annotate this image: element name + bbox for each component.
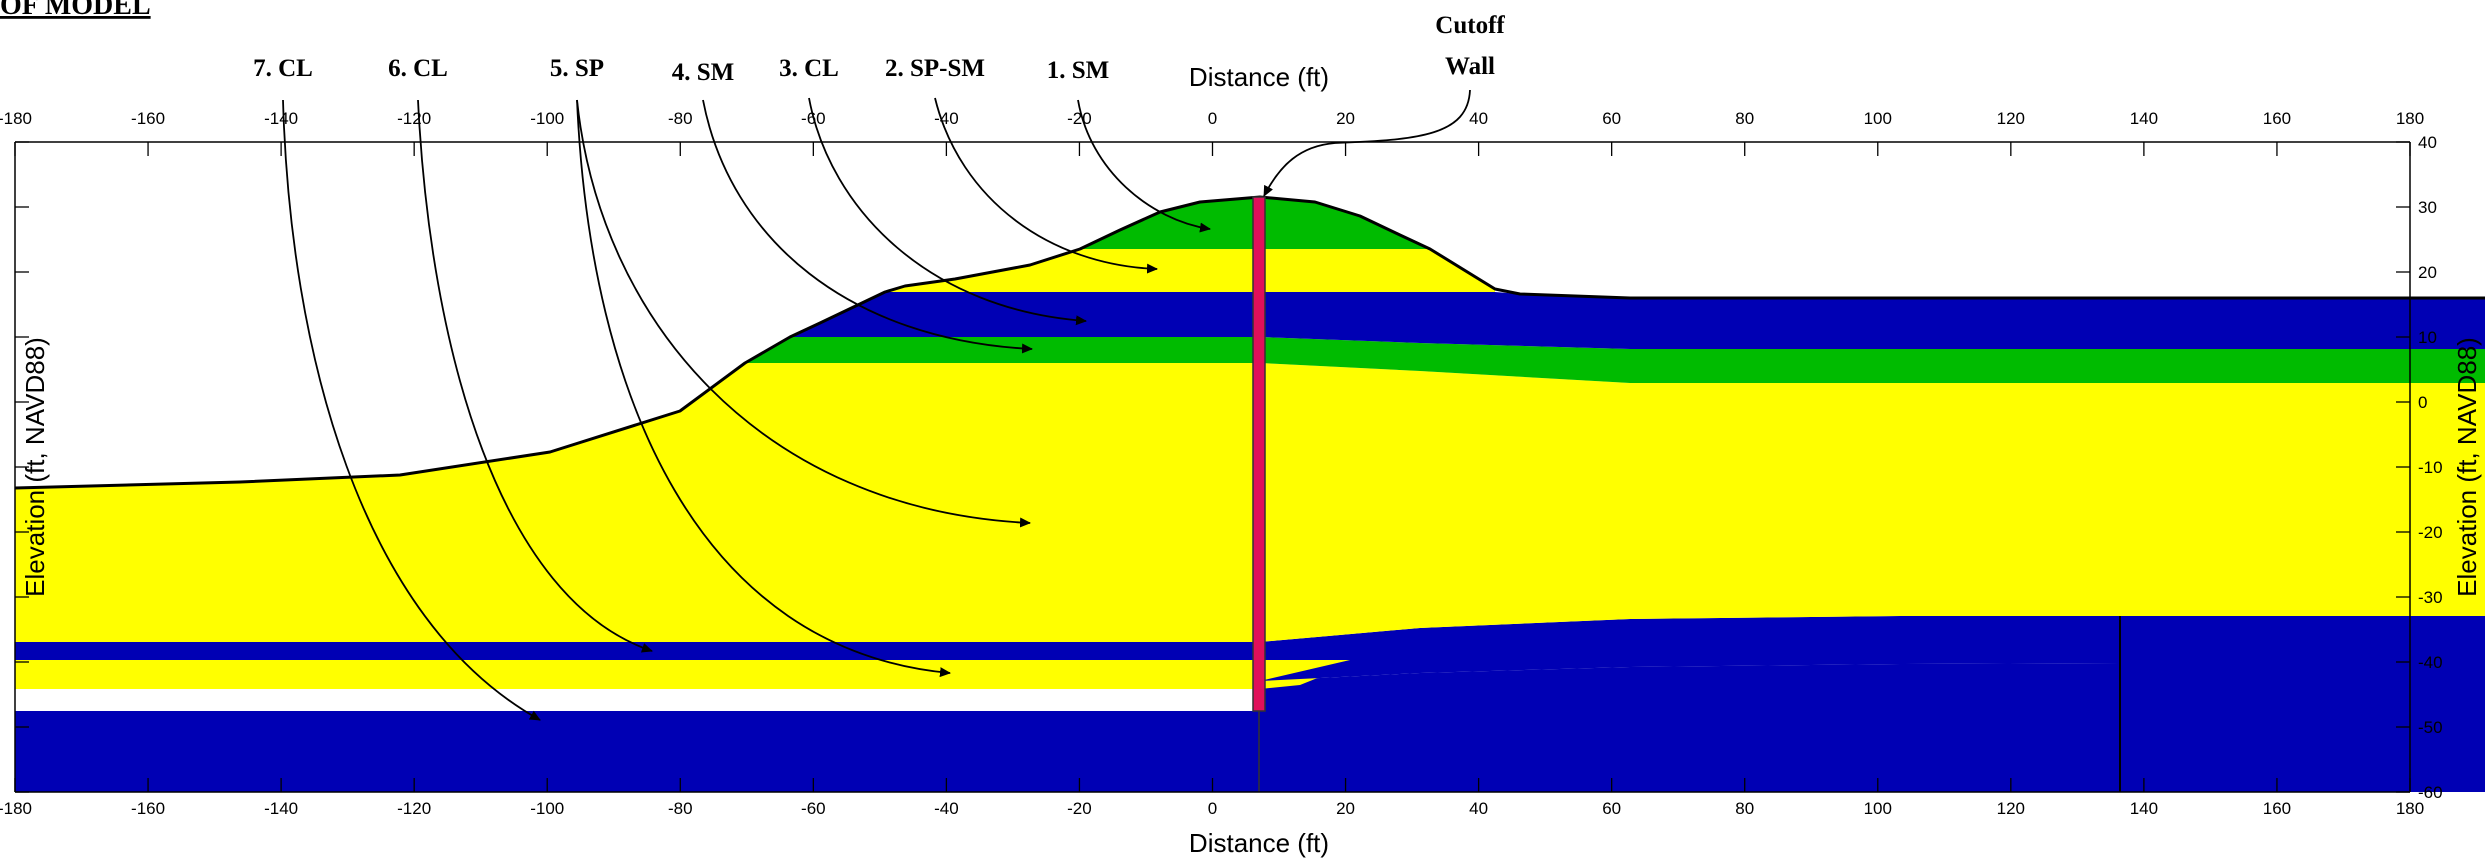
x-tick-label-top: 60: [1602, 109, 1621, 128]
x-tick-label-top: 140: [2130, 109, 2158, 128]
x-tick-label-top: 160: [2263, 109, 2291, 128]
x-tick-label-bottom: -160: [131, 799, 165, 818]
x-tick-label-top: -40: [934, 109, 959, 128]
x-tick-label-bottom: 160: [2263, 799, 2291, 818]
leader-arrow-3: [808, 97, 1087, 326]
x-tick-label-bottom: 180: [2396, 799, 2424, 818]
x-tick-label-top: 40: [1469, 109, 1488, 128]
x-tick-label-top: 0: [1208, 109, 1217, 128]
x-tick-label-bottom: -20: [1067, 799, 1092, 818]
y-tick-label-right: -50: [2418, 718, 2443, 737]
x-tick-label-bottom: 80: [1735, 799, 1754, 818]
y-tick-label-right: 10: [2418, 328, 2437, 347]
x-tick-label-top: 100: [1864, 109, 1892, 128]
y-tick-label-right: 40: [2418, 133, 2437, 152]
soil-layers: [14, 195, 2485, 792]
leader-arrow-5-upper: [576, 99, 1031, 528]
y-axis-title-left: Elevation (ft, NAVD88): [20, 337, 50, 597]
x-tick-label-top: -180: [0, 109, 32, 128]
x-tick-label-bottom: -80: [668, 799, 693, 818]
soil-layer-lower-clay: [15, 711, 2485, 792]
x-tick-label-top: 180: [2396, 109, 2424, 128]
x-tick-label-bottom: 0: [1208, 799, 1217, 818]
x-tick-label-bottom: -140: [264, 799, 298, 818]
leader-arrow-6: [417, 99, 653, 653]
x-axis-title-top: Distance (ft): [1189, 62, 1329, 92]
x-tick-label-top: -100: [530, 109, 564, 128]
y-tick-label-right: 0: [2418, 393, 2427, 412]
leader-arrows: [282, 89, 1471, 721]
x-tick-label-top: 120: [1997, 109, 2025, 128]
y-tick-label-right: -10: [2418, 458, 2443, 477]
x-tick-label-top: 20: [1336, 109, 1355, 128]
x-tick-label-top: -80: [668, 109, 693, 128]
soil-layer-sand-lens: [15, 660, 1350, 689]
soil-layer-silty-sand-lower: [745, 337, 2485, 383]
callout-label-4: 4. SM: [672, 59, 735, 86]
leader-arrow-2: [934, 97, 1158, 274]
x-tick-label-bottom: 60: [1602, 799, 1621, 818]
x-tick-label-bottom: -60: [801, 799, 826, 818]
y-tick-label-right: -30: [2418, 588, 2443, 607]
ground-surface-line: [14, 195, 2485, 490]
x-tick-label-bottom: 40: [1469, 799, 1488, 818]
x-tick-label-bottom: -180: [0, 799, 32, 818]
leader-arrow-7: [282, 99, 541, 721]
x-tick-label-top: -160: [131, 109, 165, 128]
y-tick-label-right: -40: [2418, 653, 2443, 672]
x-tick-label-bottom: -120: [397, 799, 431, 818]
x-tick-label-top: -120: [397, 109, 431, 128]
page-title: OF MODEL: [0, 0, 151, 21]
y-axis-title-right: Elevation (ft, NAVD88): [2452, 337, 2482, 597]
x-axis-title-bottom: Distance (ft): [1189, 828, 1329, 858]
x-tick-label-bottom: 20: [1336, 799, 1355, 818]
cutoff-wall: [1252, 196, 1266, 712]
leader-arrow-4: [702, 99, 1033, 354]
callout-label-7: 7. CL: [253, 55, 313, 82]
soil-layer-thin-clay: [15, 616, 2485, 681]
leader-arrow-1: [1077, 99, 1211, 233]
soil-layer-clay-upper: [790, 292, 2485, 349]
x-tick-label-top: -20: [1067, 109, 1092, 128]
callout-label-6: 6. CL: [388, 55, 448, 82]
x-tick-label-bottom: -100: [530, 799, 564, 818]
soil-layer-deep-clay-right: [1260, 663, 2485, 711]
soil-layer-sand-silty: [885, 249, 1495, 292]
leader-arrow-wall: [1263, 89, 1471, 197]
x-tick-label-bottom: -40: [934, 799, 959, 818]
callout-label-3: 3. CL: [779, 55, 839, 82]
soil-layer-sand: [15, 363, 2485, 642]
x-tick-label-bottom: 100: [1864, 799, 1892, 818]
wall-label-line1: Cutoff: [1435, 12, 1505, 39]
wall-label-line2: Wall: [1445, 53, 1495, 80]
x-tick-label-bottom: 120: [1997, 799, 2025, 818]
x-tick-label-top: 80: [1735, 109, 1754, 128]
x-tick-label-top: -140: [264, 109, 298, 128]
y-tick-label-right: 20: [2418, 263, 2437, 282]
x-ticks: -180 -180 -160 -160 -140 -140 -120 -120 -100 -100…: [0, 109, 2424, 818]
y-tick-label-right: -60: [2418, 783, 2443, 802]
y-tick-label-right: 30: [2418, 198, 2437, 217]
callout-label-1: 1. SM: [1047, 57, 1110, 84]
y-tick-label-right: -20: [2418, 523, 2443, 542]
y-ticks: 404030302020101000-10-10-20-20-30-30-40-…: [15, 133, 2443, 802]
x-tick-label-bottom: 140: [2130, 799, 2158, 818]
callouts: 7. CL 6. CL 5. SP 4. SM 3. CL 2. SP-SM 1…: [253, 12, 1505, 86]
callout-label-2: 2. SP-SM: [885, 55, 985, 82]
leader-arrow-5-lower: [576, 99, 951, 678]
callout-label-5: 5. SP: [550, 55, 604, 82]
